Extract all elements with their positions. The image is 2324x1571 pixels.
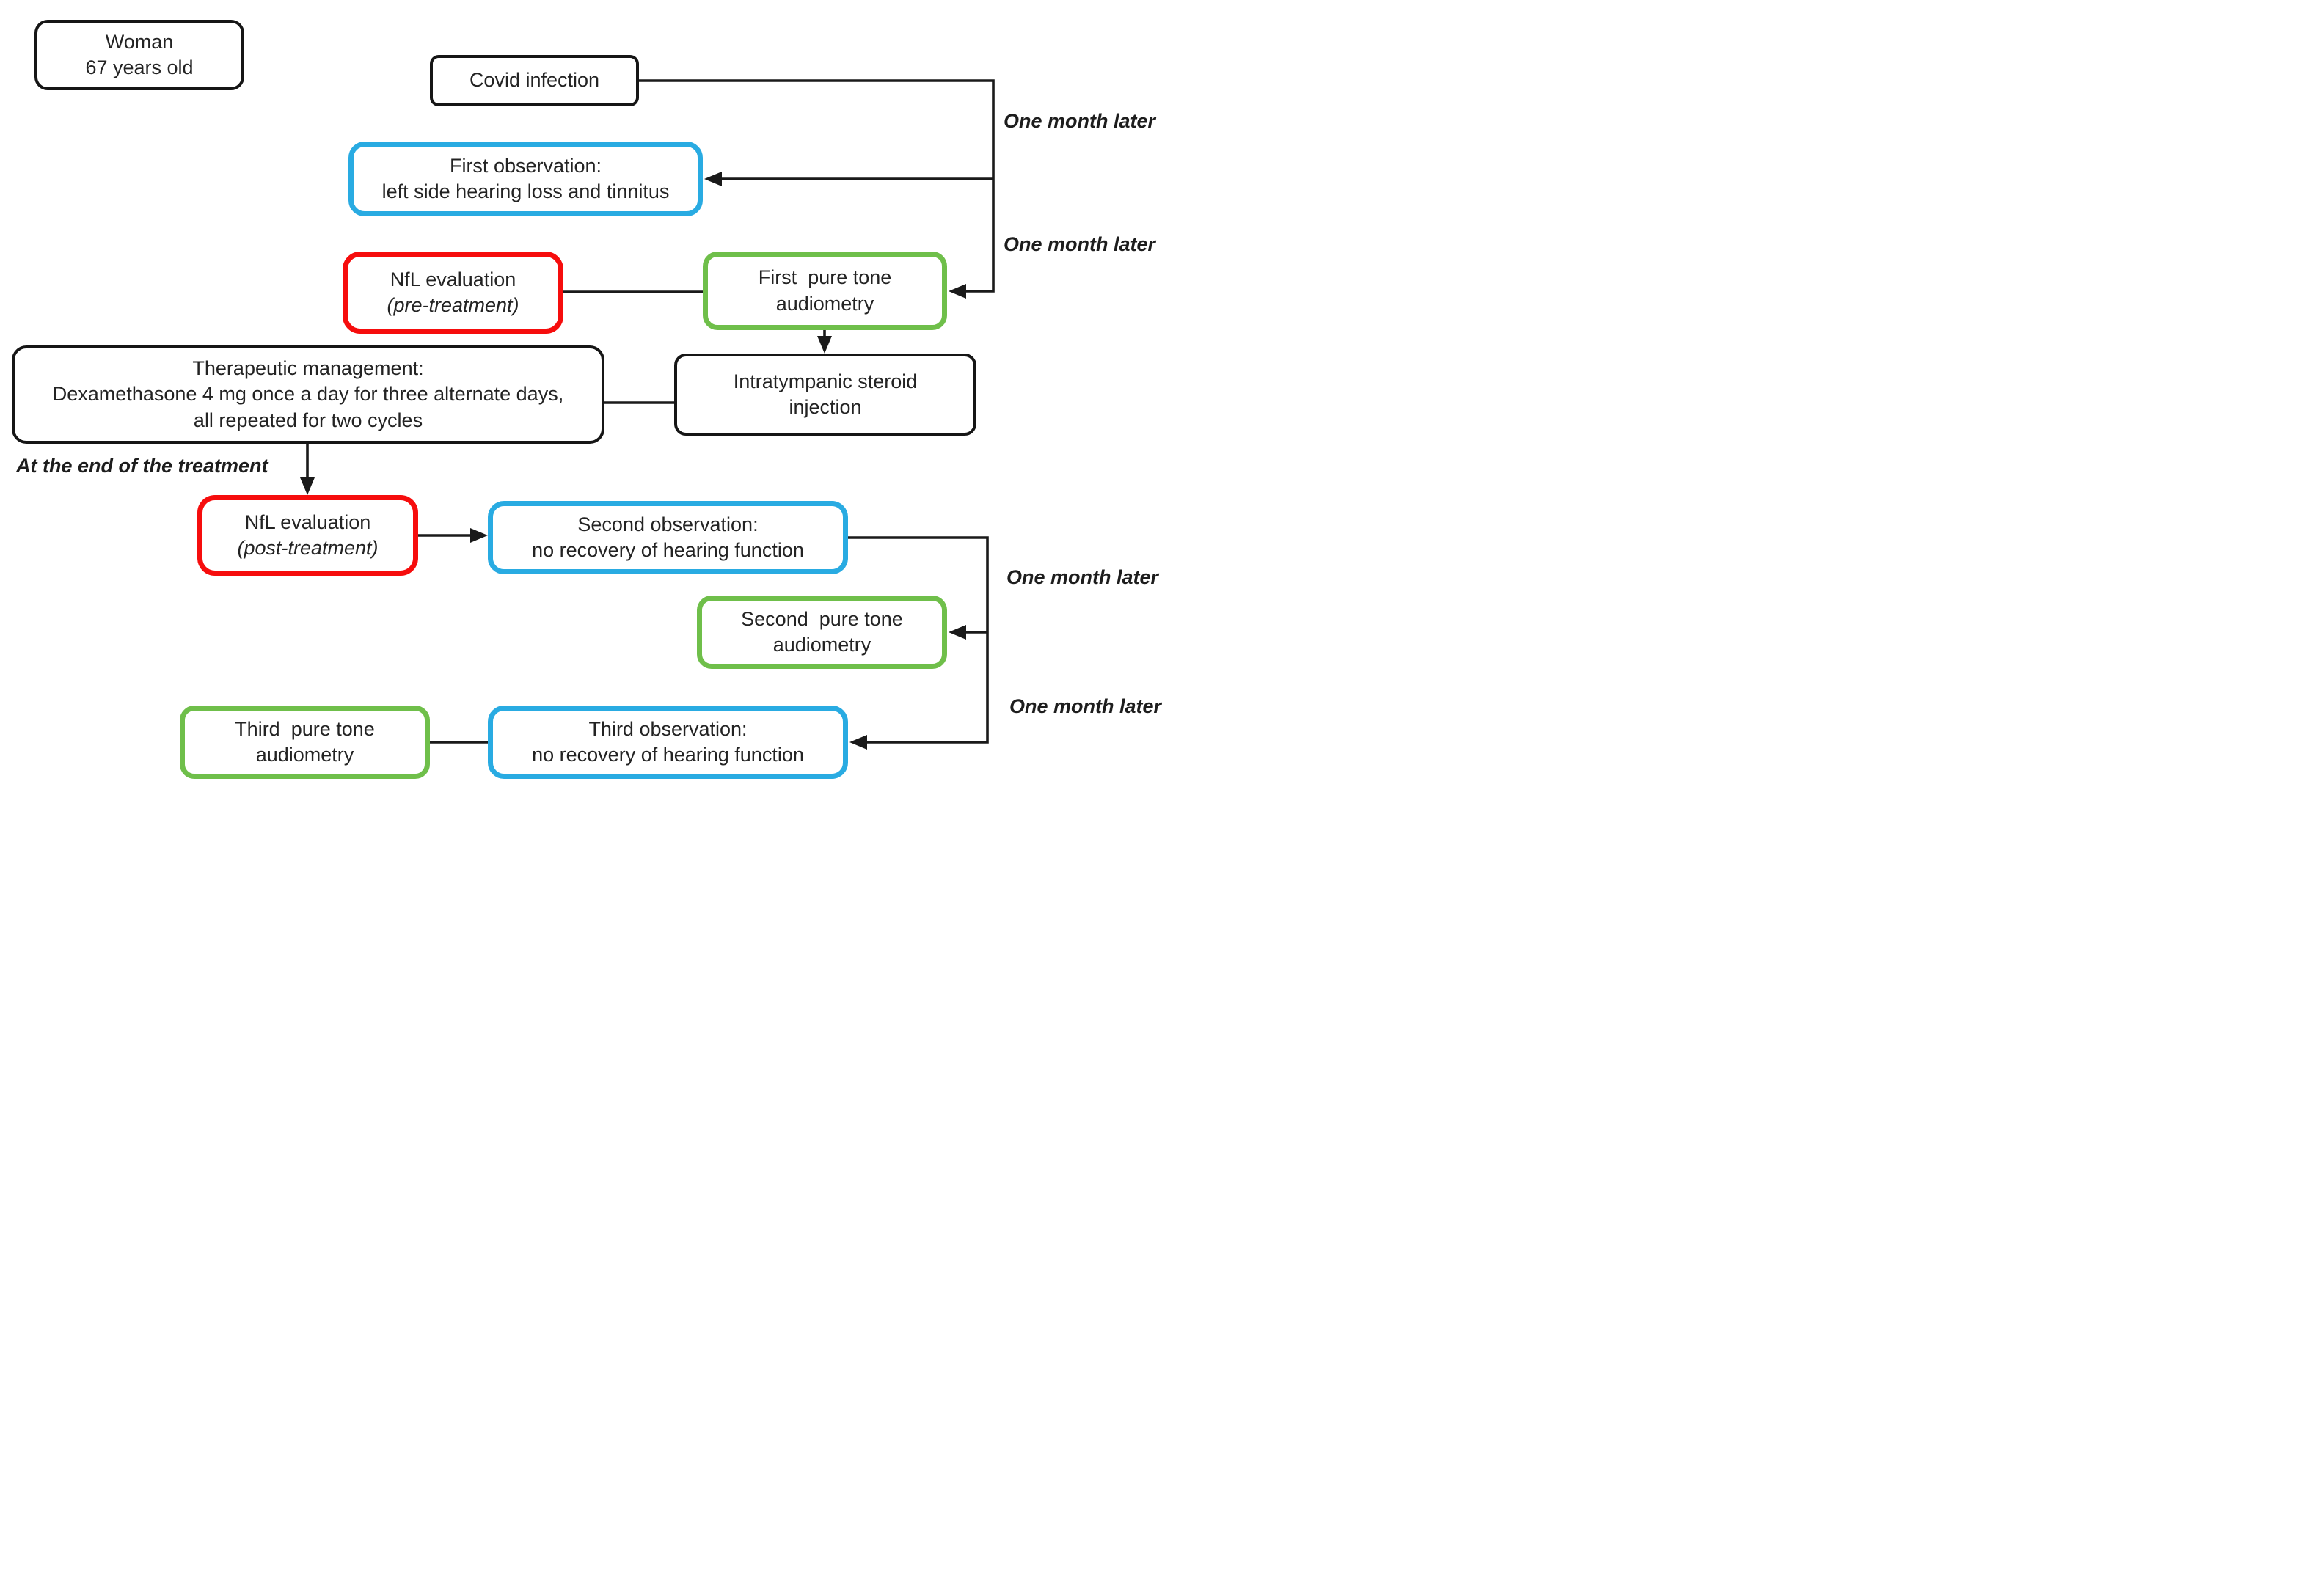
- node-text-line: injection: [789, 396, 862, 418]
- node-intratympanic-injection: Intratympanic steroid injection: [674, 354, 976, 436]
- arrowhead-into-nflpost: [300, 477, 315, 495]
- node-text-line: audiometry: [772, 634, 872, 656]
- node-text-line: no recovery of hearing function: [532, 744, 804, 766]
- flowchart: Woman 67 years old Covid infection First…: [0, 0, 1162, 786]
- node-text-line: Intratympanic steroid: [733, 370, 918, 392]
- node-text-line: Dexamethasone 4 mg once a day for three …: [52, 383, 564, 406]
- node-text-line: Second pure tone: [741, 607, 903, 630]
- node-first-observation: First observation: left side hearing los…: [348, 142, 703, 216]
- arrowhead-into-third-observation: [849, 735, 867, 750]
- node-text-line: 67 years old: [85, 56, 194, 78]
- label-one-month-later-1: One month later: [1004, 110, 1156, 132]
- node-text-line: NfL evaluation: [390, 268, 516, 290]
- arrowhead-into-second-audiometry: [949, 625, 966, 640]
- label-one-month-later-2: One month later: [1004, 233, 1156, 255]
- node-text-line: audiometry: [775, 292, 874, 315]
- node-third-pure-tone-audiometry: Third pure tone audiometry: [180, 706, 430, 779]
- connector-layer: [300, 79, 995, 750]
- node-text-line: no recovery of hearing function: [532, 539, 804, 561]
- node-text-line: Third pure tone: [235, 717, 375, 740]
- connector-covid-to-timeline1: [639, 79, 995, 293]
- node-third-observation: Third observation: no recovery of hearin…: [488, 706, 848, 779]
- connector-second-observation-to-timeline2: [848, 536, 989, 744]
- arrowhead-into-second-observation: [470, 528, 488, 543]
- node-patient: Woman 67 years old: [34, 20, 244, 90]
- node-text-line: (post-treatment): [237, 537, 379, 559]
- node-text-line: left side hearing loss and tinnitus: [381, 180, 670, 202]
- node-text-line: (pre-treatment): [387, 294, 519, 316]
- arrowhead-into-first-audiometry: [949, 284, 966, 299]
- node-text-line: Woman: [105, 30, 174, 53]
- node-text-line: First pure tone: [758, 266, 892, 289]
- node-nfl-pre-treatment: NfL evaluation (pre-treatment): [343, 252, 563, 334]
- node-text-line: all repeated for two cycles: [193, 409, 423, 431]
- node-first-pure-tone-audiometry: First pure tone audiometry: [703, 252, 947, 330]
- label-one-month-later-3: One month later: [1006, 566, 1159, 588]
- node-text-line: Third observation:: [588, 717, 748, 740]
- node-text-line: NfL evaluation: [244, 510, 371, 533]
- node-text-line: Therapeutic management:: [192, 357, 424, 380]
- node-therapeutic-management: Therapeutic management: Dexamethasone 4 …: [12, 345, 604, 444]
- node-text-line: Second observation:: [577, 513, 759, 535]
- node-text-line: audiometry: [255, 744, 354, 766]
- node-text-line: First observation:: [449, 154, 602, 177]
- node-text-line: Covid infection: [469, 69, 600, 92]
- node-second-observation: Second observation: no recovery of heari…: [488, 501, 848, 574]
- node-nfl-post-treatment: NfL evaluation (post-treatment): [197, 495, 418, 576]
- arrowhead-into-intratympanic: [817, 336, 832, 354]
- label-at-end-of-treatment: At the end of the treatment: [16, 455, 268, 477]
- node-second-pure-tone-audiometry: Second pure tone audiometry: [697, 596, 947, 669]
- node-covid-infection: Covid infection: [430, 55, 639, 106]
- arrowhead-into-first-observation: [704, 172, 722, 186]
- label-one-month-later-4: One month later: [1009, 695, 1162, 717]
